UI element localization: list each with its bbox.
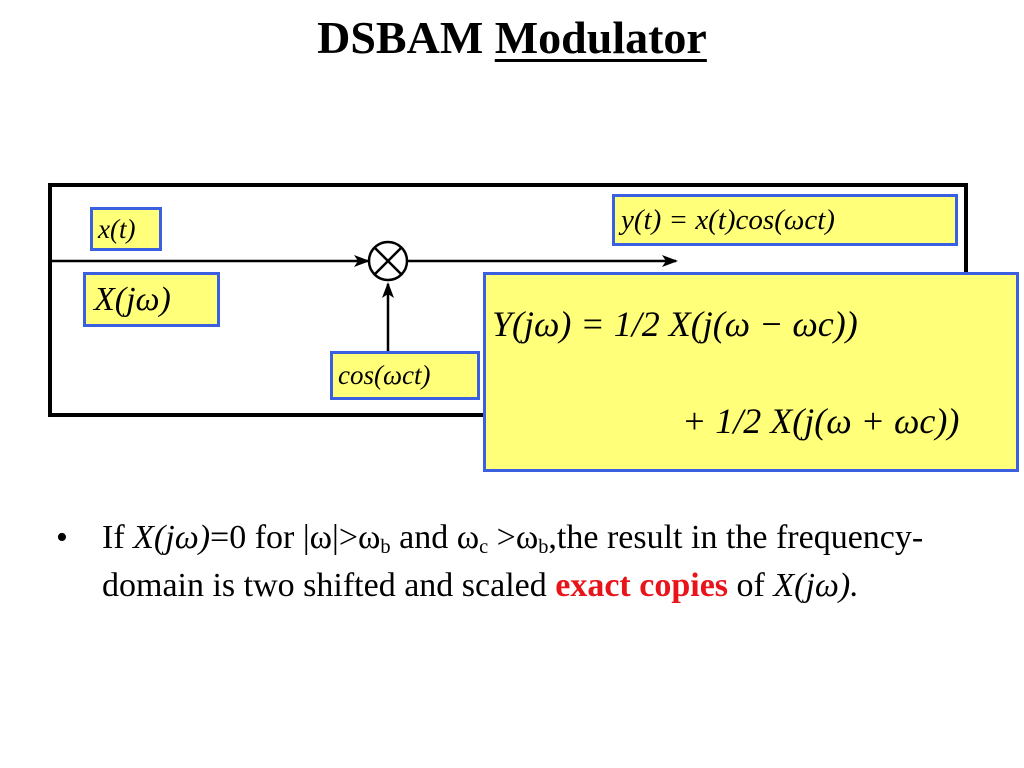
bullet-seg: and ω	[390, 519, 480, 556]
bullet-emphasis: exact copies	[555, 567, 729, 604]
input-time-label: x(t)	[90, 207, 162, 251]
bullet-text: If X(jω)=0 for |ω|>ωb and ωc >ωb,the res…	[102, 514, 962, 610]
bullet-seg: If	[102, 519, 134, 556]
bullet-subscript: b	[380, 536, 391, 559]
bullet-seg: X(jω)	[133, 519, 211, 556]
multiplier-icon	[367, 240, 409, 282]
bullet-seg: of	[728, 567, 774, 604]
bullet-subscript: c	[479, 536, 489, 559]
output-time-label: y(t) = x(t)cos(ωct)	[612, 194, 958, 246]
carrier-label: cos(ωct)	[330, 351, 480, 400]
title-part1: DSBAM	[317, 12, 484, 63]
title-part2: Modulator	[494, 12, 707, 63]
bullet-seg: >ω	[488, 519, 539, 556]
bullet-dot: •	[56, 519, 68, 556]
output-freq-equation: Y(jω) = 1/2 X(j(ω − ωc)) + 1/2 X(j(ω + ω…	[483, 272, 1019, 472]
bullet-seg: =0 for |ω|>ω	[210, 519, 381, 556]
equation-line-1: Y(jω) = 1/2 X(j(ω − ωc))	[492, 304, 858, 344]
slide-title: DSBAM Modulator	[0, 8, 1024, 68]
bullet-subscript: b	[538, 536, 549, 559]
bullet-seg: ,the result in the frequency-domain is t…	[102, 519, 924, 604]
equation-line-2: + 1/2 X(j(ω + ωc))	[682, 401, 960, 441]
input-freq-label: X(jω)	[83, 272, 220, 327]
bullet-seg: X(jω).	[773, 567, 859, 604]
